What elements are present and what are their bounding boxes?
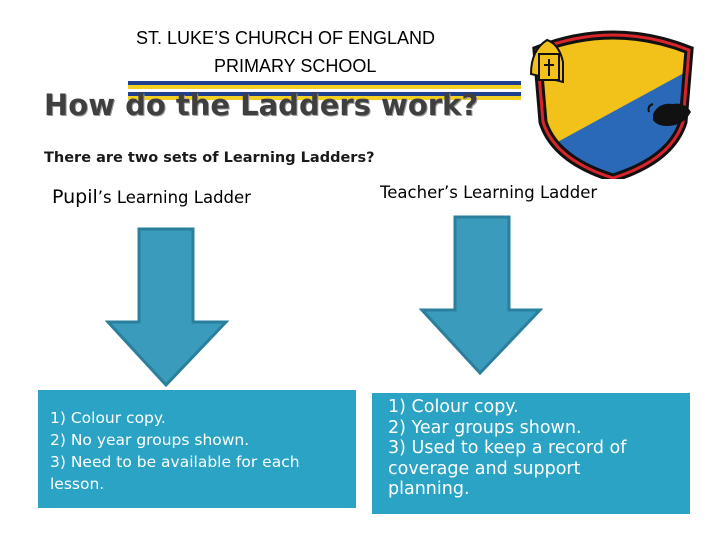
banner-background bbox=[128, 22, 523, 82]
pupil-ladder-title: Pupil’s Learning Ladder bbox=[52, 186, 251, 208]
teacher-point-5: planning. bbox=[388, 479, 470, 499]
down-arrow-icon bbox=[105, 227, 229, 387]
pupil-point-2: 2) No year groups shown. bbox=[50, 431, 250, 449]
banner-stripe-yellow-2 bbox=[128, 96, 523, 100]
school-name-line-1: ST. LUKE’S CHURCH OF ENGLAND bbox=[136, 28, 436, 48]
school-banner: ST. LUKE’S CHURCH OF ENGLAND PRIMARY SCH… bbox=[128, 22, 523, 118]
pupil-title-first: Pupil bbox=[52, 186, 98, 208]
banner-stripe-yellow bbox=[128, 85, 523, 89]
teacher-point-4: coverage and support bbox=[388, 458, 581, 479]
banner-stripe-blue bbox=[128, 81, 523, 85]
pupil-ladder-box: 1) Colour copy. 2) No year groups shown.… bbox=[38, 390, 356, 508]
pupil-title-rest: ’s Learning Ladder bbox=[97, 188, 251, 207]
teacher-point-1: 1) Colour copy. bbox=[388, 397, 519, 417]
school-name-line-2: PRIMARY SCHOOL bbox=[214, 56, 377, 76]
page-subtitle: There are two sets of Learning Ladders? bbox=[44, 150, 375, 166]
teacher-point-3: 3) Used to keep a record of bbox=[388, 438, 627, 458]
pupil-point-1: 1) Colour copy. bbox=[50, 409, 166, 427]
down-arrow-icon bbox=[419, 215, 543, 375]
pupil-point-3: 3) Need to be available for each bbox=[50, 453, 300, 471]
banner-stripe-blue-2 bbox=[128, 92, 523, 96]
pupil-point-4: lesson. bbox=[50, 475, 105, 493]
teacher-point-2: 2) Year groups shown. bbox=[388, 417, 582, 438]
teacher-ladder-title: Teacher’s Learning Ladder bbox=[380, 183, 598, 202]
banner-stripe-gap bbox=[128, 89, 523, 92]
school-crest-icon bbox=[521, 22, 704, 183]
teacher-ladder-box: 1) Colour copy. 2) Year groups shown. 3)… bbox=[372, 393, 690, 514]
page-title: How do the Ladders work? bbox=[44, 88, 479, 122]
